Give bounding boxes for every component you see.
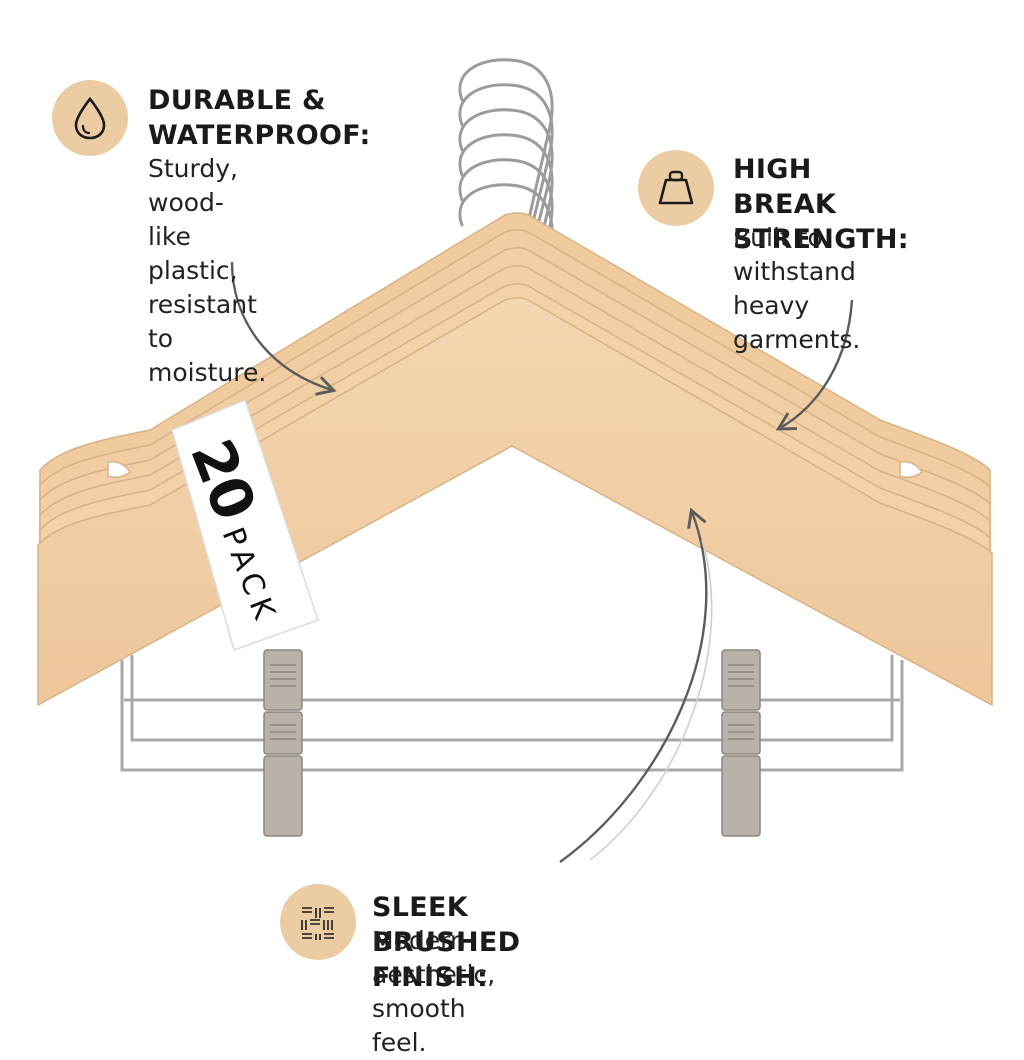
hanger-stack-illustration — [37, 58, 993, 863]
water-drop-icon — [52, 80, 128, 156]
feature-description: Sturdy, wood-like plastic, resistant to … — [148, 154, 267, 387]
feature-title: HIGH BREAK STRENGTH: — [733, 154, 909, 255]
arrow-finish-tail — [589, 539, 713, 861]
feature-title: DURABLE & WATERPROOF: — [148, 85, 371, 151]
feature-title: SLEEK BRUSHED FINISH: — [372, 892, 521, 993]
weight-icon — [638, 150, 714, 226]
hanger-hooks — [458, 58, 554, 352]
feature-description: Modern aesthetic, smooth feel. — [372, 926, 496, 1057]
hanger-notches — [107, 460, 924, 479]
clip-right — [721, 649, 761, 837]
arrow-strength — [775, 299, 854, 431]
callout-arrows — [230, 261, 854, 863]
metal-bars — [120, 655, 904, 772]
arrow-durable — [230, 261, 337, 396]
feature-description: Built to withstand heavy garments. — [733, 223, 861, 354]
clip-left — [263, 649, 303, 837]
arrow-finish — [559, 507, 708, 863]
brushed-texture-icon — [280, 884, 356, 960]
pack-label-band — [171, 399, 319, 651]
